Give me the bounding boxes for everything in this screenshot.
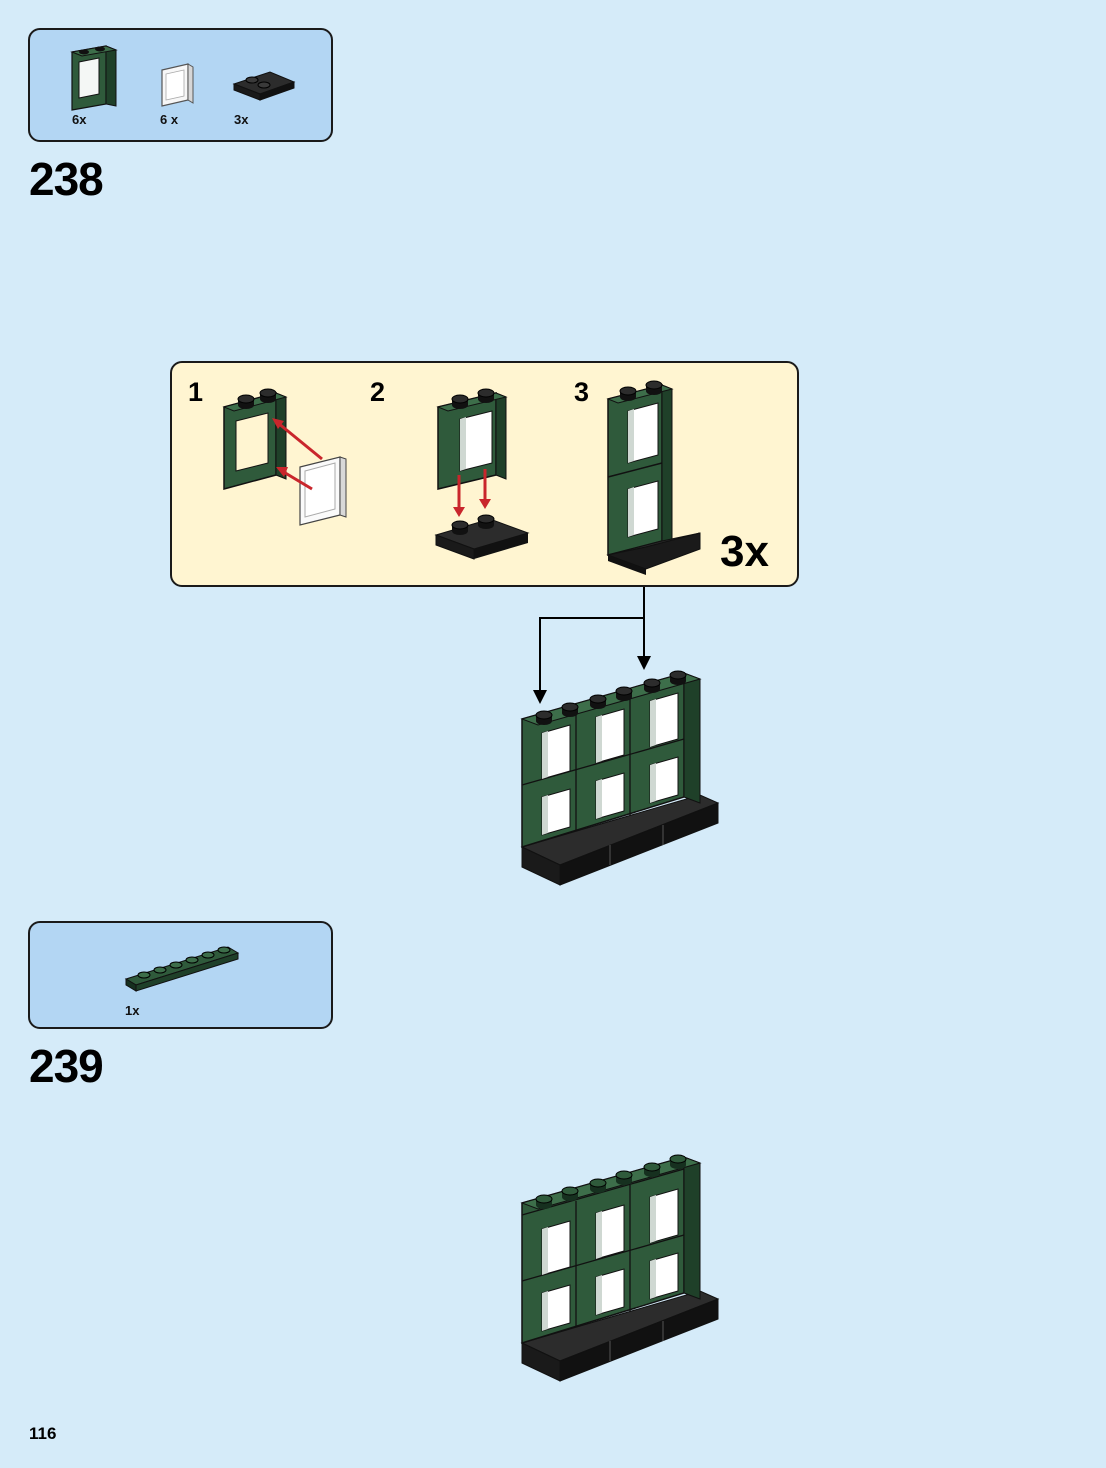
part-qty: 3x [234, 112, 249, 127]
sub-step-number: 3 [574, 377, 590, 407]
green-plate-1x6-icon [124, 946, 240, 992]
step-238-assembly [520, 670, 720, 886]
assembly-arrows [533, 587, 651, 704]
part-qty: 6 x [160, 112, 179, 127]
part-qty: 6x [72, 112, 87, 127]
stage-1-illustration [222, 388, 347, 526]
black-plate-icon [232, 71, 296, 101]
green-window-frame-icon [70, 45, 118, 111]
step-239-assembly [520, 1154, 720, 1382]
multiplier: 3x [720, 527, 769, 576]
part-qty: 1x [125, 1003, 140, 1018]
window-glass-icon [161, 63, 194, 107]
parts-list-238: 6x 6 x 3x [28, 28, 333, 142]
sub-assembly-callout: 1 2 3 3x [170, 361, 799, 587]
step-number: 239 [29, 1040, 104, 1092]
parts-list-239: 1x [28, 921, 333, 1029]
sub-step-number: 2 [370, 377, 386, 407]
sub-step-number: 1 [188, 377, 204, 407]
step-number: 238 [29, 153, 104, 205]
stage-2-illustration [434, 388, 530, 560]
page-number: 116 [29, 1424, 57, 1443]
stage-3-illustration [606, 380, 701, 575]
